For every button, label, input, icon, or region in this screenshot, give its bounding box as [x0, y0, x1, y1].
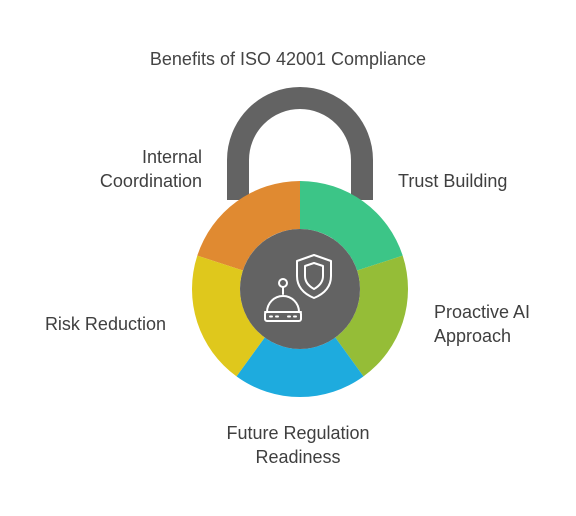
segment-future-regulation-readiness [236, 337, 364, 398]
robot-icon [264, 278, 302, 322]
segment-trust-building [300, 181, 403, 271]
label-trust-building: Trust Building [398, 171, 508, 191]
label-future-regulation-readiness: Future Regulation Readiness [226, 423, 370, 467]
shield-icon [296, 254, 332, 299]
padlock-shackle [227, 87, 373, 200]
segment-internal-coordination [197, 181, 300, 271]
segment-proactive-ai-approach [335, 255, 409, 377]
label-risk-reduction: Risk Reduction [44, 314, 166, 334]
diagram-title: Benefits of ISO 42001 Compliance [149, 49, 427, 69]
label-internal-coordination: Internal Coordination [99, 147, 202, 191]
segment-risk-reduction [191, 255, 265, 377]
label-proactive-ai-approach: Proactive AI Approach [434, 302, 531, 346]
